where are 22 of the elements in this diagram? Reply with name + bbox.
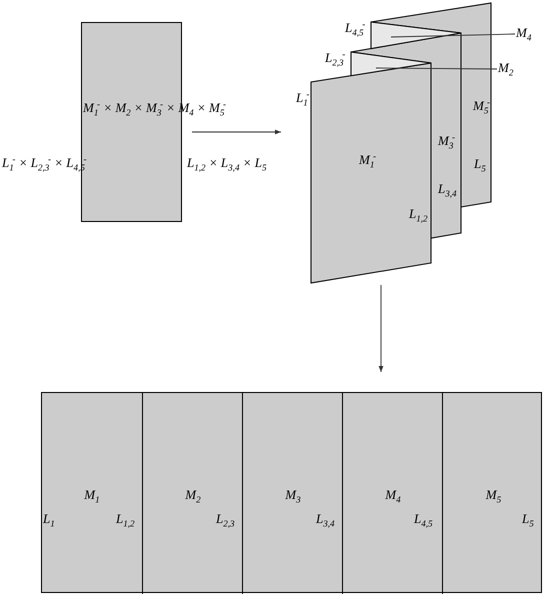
leader-line: [390, 34, 516, 38]
math-label: L$_{4,5}$: [414, 511, 433, 527]
math-label: M$_{5}$: [486, 487, 502, 503]
math-label: L$_{3,4}$: [316, 511, 335, 527]
math-label: M$_{2}$: [498, 60, 514, 76]
math-label: M$_{4}$: [516, 25, 532, 41]
math-label: M$_{4}$: [385, 487, 401, 503]
arrow: [192, 130, 282, 134]
panel: [41, 392, 542, 593]
math-label: L$_{1,2}$ × L$_{3,4}$ × L$_{5}$: [187, 155, 267, 171]
math-label: M$_{2}$: [185, 487, 201, 503]
math-label: L$_{5}$: [522, 511, 534, 527]
math-label: L$_{2,3}$: [216, 511, 235, 527]
arrow: [378, 284, 384, 372]
math-label: L$_{1,2}$: [409, 206, 428, 222]
math-label: L$_{1}$: [43, 511, 55, 527]
math-label: L$_{5}$: [474, 156, 486, 172]
math-label: M$_{1}$: [84, 487, 100, 503]
math-label: L$_{3,4}$: [438, 181, 457, 197]
leader-line: [376, 68, 498, 70]
math-label: M$_{3}$: [285, 487, 301, 503]
math-label: L$_{1,2}$: [116, 511, 135, 527]
